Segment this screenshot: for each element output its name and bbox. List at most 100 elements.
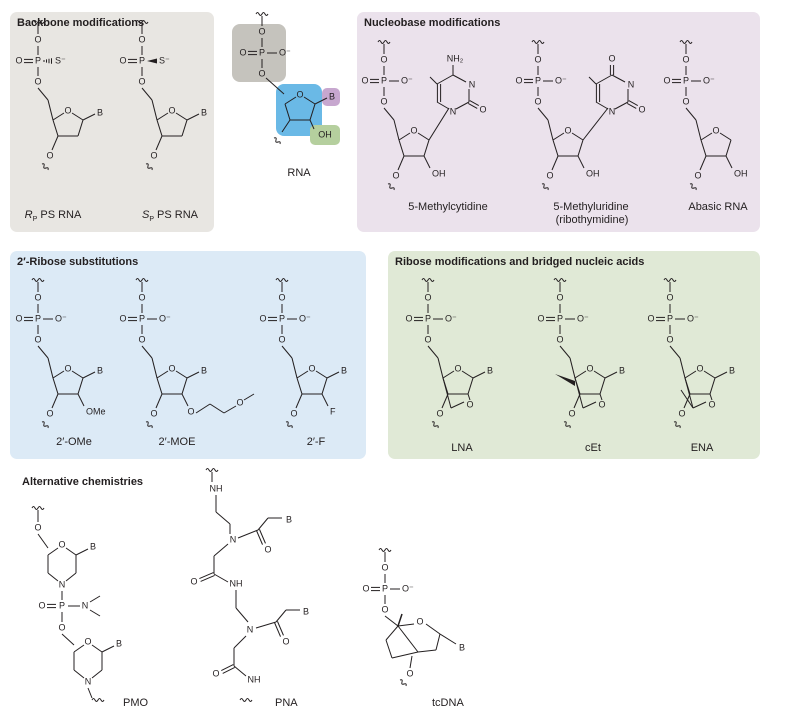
bond (582, 401, 597, 409)
atom-label: O (282, 636, 289, 646)
bond (284, 103, 291, 121)
bond (626, 102, 637, 109)
caption-rna: RNA (287, 167, 311, 179)
bond (209, 403, 225, 414)
bond (233, 665, 247, 677)
atom-label: O (515, 75, 522, 85)
bond (265, 77, 285, 95)
atom-label: O (381, 562, 388, 572)
caption-sp-ps-rna: SP PS RNA (141, 209, 199, 224)
bond (574, 370, 587, 379)
chain-break (663, 278, 677, 282)
atom-label: O⁻ (687, 313, 699, 323)
bond (685, 107, 697, 121)
chain-break (205, 468, 219, 472)
atom-label: NH (210, 483, 223, 493)
bond (397, 623, 415, 627)
bond (611, 74, 626, 83)
atom-label: O (64, 363, 71, 373)
bond (577, 155, 585, 169)
bond (552, 132, 565, 141)
atom-label: O (666, 292, 673, 302)
bond (156, 112, 169, 121)
bond (47, 547, 59, 556)
atom-label: P (139, 313, 145, 323)
bond (256, 530, 263, 545)
bond (257, 517, 269, 531)
bond (73, 669, 85, 679)
atom-label: O (290, 408, 297, 418)
atom-label: P (557, 313, 563, 323)
bond (680, 389, 694, 409)
caption-rp-ps-rna: RP PS RNA (24, 209, 82, 224)
atom-label: P (259, 47, 265, 57)
atom-label: O (694, 170, 701, 180)
chain-break (563, 421, 571, 429)
bond (291, 357, 298, 379)
atom-label: O (362, 583, 369, 593)
bond (141, 87, 153, 101)
atom-label: O (534, 96, 541, 106)
bond (442, 377, 452, 409)
atom-label: O (436, 408, 443, 418)
bond (47, 357, 54, 379)
atom-label: O (381, 604, 388, 614)
bond (77, 119, 84, 137)
atom-label: O (647, 313, 654, 323)
bond (427, 345, 439, 359)
bond (65, 572, 77, 582)
bond (423, 155, 431, 169)
atom-label: B (459, 642, 465, 652)
bond (628, 100, 639, 107)
bond (101, 645, 115, 653)
atom-label: O (150, 408, 157, 418)
bond (277, 621, 284, 636)
chain-break (255, 12, 269, 16)
bond (200, 575, 215, 582)
atom-label: B (329, 91, 335, 101)
atom-label: S⁻ (55, 55, 66, 65)
atom-label: O (682, 54, 689, 64)
atom-label: O (416, 616, 423, 626)
atom-label: N (85, 676, 92, 686)
bond (709, 377, 716, 395)
bond (82, 371, 96, 379)
atom-label: F (330, 406, 336, 416)
atom-label: O⁻ (577, 313, 589, 323)
bond (692, 401, 707, 409)
atom-label: N (247, 624, 254, 634)
caption-ribothymidine: (ribothymidine) (555, 214, 629, 226)
bond (397, 625, 419, 653)
caption-2-moe: 2′-MOE (158, 436, 196, 448)
atom-label: OH (318, 129, 332, 139)
chain-break (239, 698, 253, 702)
bond (700, 132, 713, 141)
atom-label: B (487, 365, 493, 375)
atom-label: N (230, 534, 237, 544)
bond (455, 101, 470, 110)
caption-2-ome: 2′-OMe (56, 436, 92, 448)
atom-label: O (46, 150, 53, 160)
bond (71, 112, 84, 121)
bond (195, 403, 211, 414)
backbone-modifications-panel: Backbone modifications (10, 12, 214, 232)
bond (181, 119, 188, 137)
bond (155, 393, 163, 409)
bond (175, 370, 188, 379)
bond (89, 609, 101, 617)
bond (213, 543, 229, 557)
bond (37, 87, 49, 101)
bond (186, 113, 200, 121)
atom-label: N (82, 600, 89, 610)
bond (599, 393, 603, 401)
atom-label: O (236, 397, 243, 407)
bond (423, 139, 430, 157)
chain-break (541, 183, 549, 191)
atom-label: O (34, 34, 41, 44)
atom-label: O (138, 76, 145, 86)
bond (436, 74, 454, 85)
bond (243, 393, 255, 401)
caption-5-methylcytidine: 5-Methylcytidine (408, 201, 488, 213)
atom-label: O (392, 170, 399, 180)
chain-break (679, 40, 693, 44)
